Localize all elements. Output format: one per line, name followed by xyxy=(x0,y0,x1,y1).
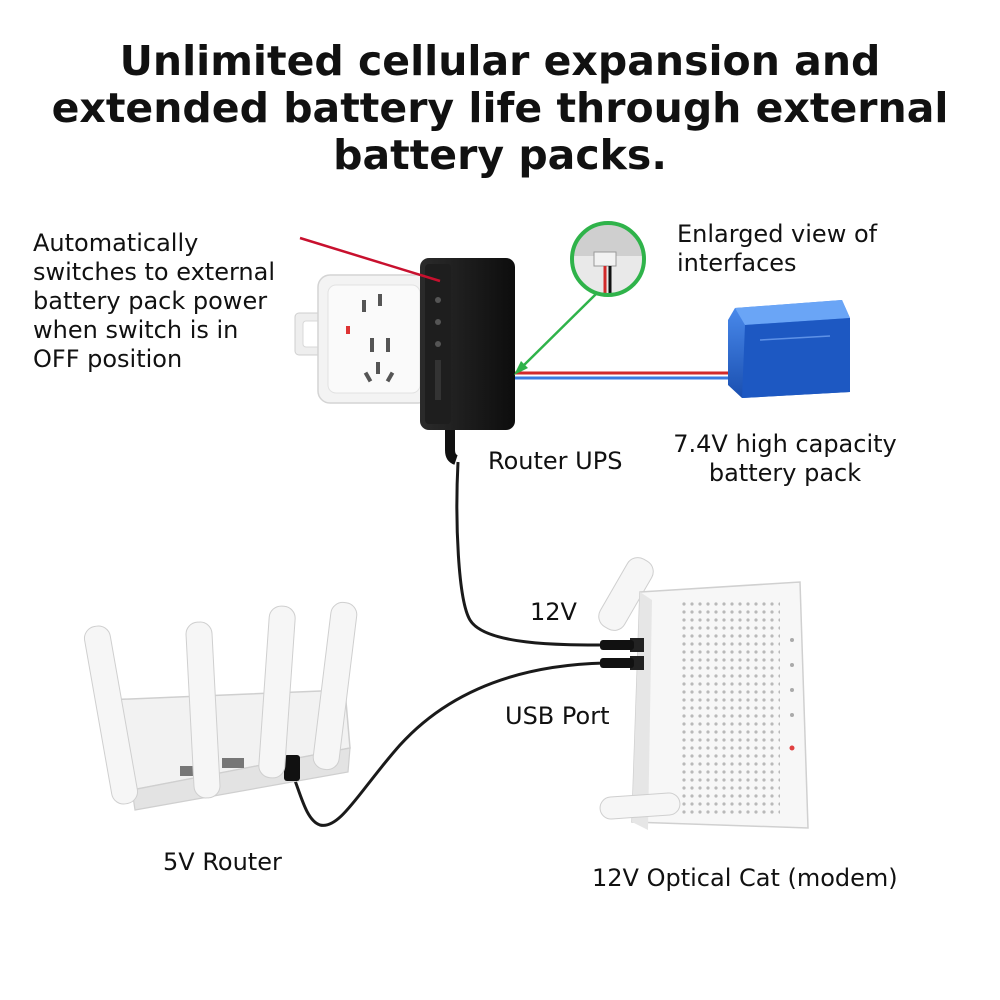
battery-pack-label: 7.4V high capacity battery pack xyxy=(640,430,930,488)
enlarged-view-label: Enlarged view of interfaces xyxy=(677,220,937,278)
router-ups-label: Router UPS xyxy=(488,447,623,475)
battery-pack xyxy=(728,300,850,398)
red-pointer-line xyxy=(299,236,441,283)
enlarged-interface-view xyxy=(570,221,646,297)
title-line-2: extended battery life through external xyxy=(51,84,949,132)
battery-wires xyxy=(515,371,735,380)
usb-port-label: USB Port xyxy=(505,702,610,730)
auto-switch-line-5: OFF position xyxy=(33,345,183,373)
router-5v xyxy=(83,601,358,811)
page-title: Unlimited cellular expansion and extende… xyxy=(40,38,960,179)
auto-switch-line-4: when switch is in xyxy=(33,316,239,344)
auto-switch-label: Automatically switches to external batte… xyxy=(33,229,313,374)
auto-switch-line-1: Automatically xyxy=(33,229,199,257)
green-pointer-arrow xyxy=(514,293,597,375)
optical-modem-12v xyxy=(598,557,809,830)
router-ups-adapter xyxy=(420,258,515,465)
battery-pack-line-1: 7.4V high capacity xyxy=(673,430,897,458)
wall-socket xyxy=(294,274,431,404)
auto-switch-line-3: battery pack power xyxy=(33,287,268,315)
router-5v-label: 5V Router xyxy=(163,848,282,876)
battery-pack-line-2: battery pack xyxy=(708,459,862,487)
title-line-3: battery packs. xyxy=(333,131,667,179)
enlarged-view-line-1: Enlarged view of xyxy=(677,220,878,248)
auto-switch-line-2: switches to external xyxy=(33,258,275,286)
modem-12v-label: 12V Optical Cat (modem) xyxy=(592,864,898,892)
cables xyxy=(288,461,606,827)
enlarged-view-line-2: interfaces xyxy=(677,249,797,277)
voltage-12v-label: 12V xyxy=(530,598,577,626)
title-line-1: Unlimited cellular expansion and xyxy=(119,37,881,85)
